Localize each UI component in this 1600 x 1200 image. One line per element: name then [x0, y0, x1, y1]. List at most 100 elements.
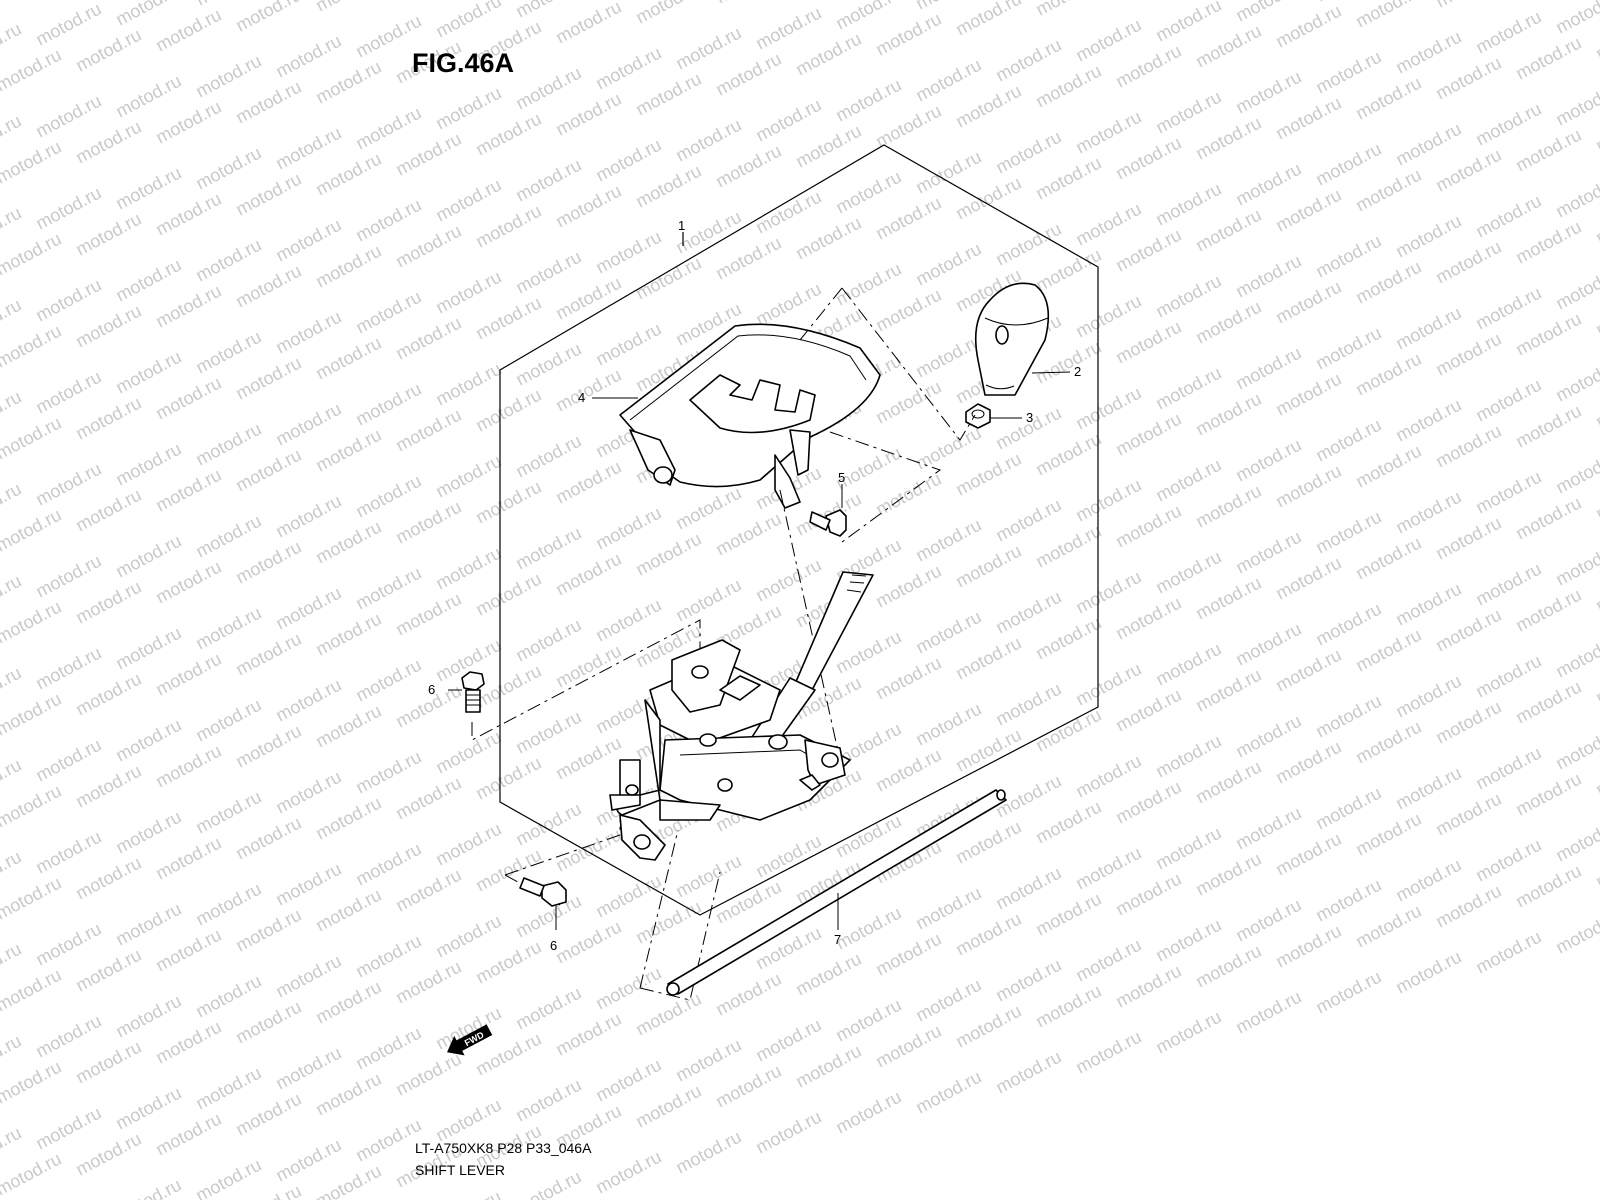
watermark-text: motod.ru — [72, 853, 144, 904]
watermark-text: motod.ru — [1512, 33, 1584, 84]
watermark-text: motod.ru — [1472, 375, 1544, 426]
watermark-text: motod.ru — [832, 259, 904, 310]
watermark-text: motod.ru — [1272, 921, 1344, 972]
watermark-text: motod.ru — [392, 957, 464, 1008]
long-rod — [666, 789, 1007, 996]
watermark-text: motod.ru — [992, 863, 1064, 914]
watermark-text: motod.ru — [1552, 723, 1600, 774]
watermark-text: motod.ru — [1112, 133, 1184, 184]
watermark-text: motod.ru — [712, 141, 784, 192]
watermark-text: motod.ru — [872, 285, 944, 336]
watermark-text: motod.ru — [1272, 93, 1344, 144]
figure-title: FIG.46A — [412, 48, 515, 78]
watermark-text: motod.ru — [1152, 179, 1224, 230]
watermark-text: motod.ru — [952, 909, 1024, 960]
watermark-text: motod.ru — [512, 1167, 584, 1200]
watermark-text: motod.ru — [392, 865, 464, 916]
watermark-text: motod.ru — [1352, 73, 1424, 124]
watermark-text: motod.ru — [1392, 395, 1464, 446]
watermark-text: motod.ru — [312, 149, 384, 200]
watermark-text: motod.ru — [272, 491, 344, 542]
watermark-text: motod.ru — [272, 399, 344, 450]
watermark-text: motod.ru — [192, 143, 264, 194]
watermark-text: motod.ru — [0, 505, 65, 556]
watermark-text: motod.ru — [392, 405, 464, 456]
callout-1: 1 — [678, 218, 685, 233]
watermark-text: motod.ru — [592, 319, 664, 370]
watermark-text: motod.ru — [832, 0, 904, 34]
watermark-text: motod.ru — [112, 991, 184, 1042]
watermark-text: motod.ru — [1392, 211, 1464, 262]
watermark-text: motod.ru — [352, 379, 424, 430]
watermark-text: motod.ru — [32, 827, 104, 878]
leader-line-2 — [1031, 371, 1071, 374]
watermark-text: motod.ru — [1432, 421, 1504, 472]
watermark-text: motod.ru — [432, 267, 504, 318]
watermark-text: motod.ru — [792, 29, 864, 80]
watermark-text: motod.ru — [592, 963, 664, 1014]
watermark-text: motod.ru — [1232, 67, 1304, 118]
watermark-text: motod.ru — [392, 773, 464, 824]
watermark-text: motod.ru — [1352, 717, 1424, 768]
watermark-text: motod.ru — [1112, 593, 1184, 644]
watermark-text: motod.ru — [1472, 927, 1544, 978]
watermark-text: motod.ru — [952, 633, 1024, 684]
watermark-text: motod.ru — [352, 195, 424, 246]
watermark-text: motod.ru — [552, 1009, 624, 1060]
watermark-text: motod.ru — [752, 555, 824, 606]
watermark-text: motod.ru — [512, 247, 584, 298]
watermark-text: motod.ru — [752, 3, 824, 54]
watermark-text: motod.ru — [432, 1187, 504, 1200]
watermark-text: motod.ru — [712, 49, 784, 100]
watermark-text: motod.ru — [0, 321, 65, 372]
watermark-text: motod.ru — [32, 919, 104, 970]
watermark-text: motod.ru — [32, 183, 104, 234]
watermark-text: motod.ru — [1432, 0, 1504, 12]
watermark-text: motod.ru — [1392, 671, 1464, 722]
watermark-text: motod.ru — [232, 905, 304, 956]
watermark-text: motod.ru — [472, 201, 544, 252]
watermark-text: motod.ru — [1152, 1007, 1224, 1058]
watermark-text: motod.ru — [632, 253, 704, 304]
watermark-text: motod.ru — [1032, 797, 1104, 848]
watermark-text: motod.ru — [1072, 475, 1144, 526]
watermark-text: motod.ru — [1472, 835, 1544, 886]
watermark-text: motod.ru — [1512, 585, 1584, 636]
watermark-text: motod.ru — [1432, 145, 1504, 196]
watermark-text: motod.ru — [112, 531, 184, 582]
watermark-text: motod.ru — [1112, 685, 1184, 736]
watermark-text: motod.ru — [1192, 941, 1264, 992]
watermark-text: motod.ru — [352, 103, 424, 154]
watermark-text: motod.ru — [1192, 481, 1264, 532]
watermark-text: motod.ru — [152, 741, 224, 792]
watermark-text: motod.ru — [992, 127, 1064, 178]
watermark-text: motod.ru — [992, 1047, 1064, 1098]
watermark-text: motod.ru — [1232, 343, 1304, 394]
watermark-text: motod.ru — [152, 281, 224, 332]
watermark-text: motod.ru — [1032, 61, 1104, 112]
watermark-text: motod.ru — [912, 607, 984, 658]
watermark-text: motod.ru — [1072, 199, 1144, 250]
watermark-text: motod.ru — [592, 871, 664, 922]
watermark-text: motod.ru — [112, 807, 184, 858]
watermark-text: motod.ru — [192, 419, 264, 470]
watermark-text: motod.ru — [72, 761, 144, 812]
watermark-text: motod.ru — [552, 181, 624, 232]
watermark-text: motod.ru — [1312, 323, 1384, 374]
watermark-text: motod.ru — [552, 549, 624, 600]
watermark-text: motod.ru — [1312, 691, 1384, 742]
watermark-text: motod.ru — [112, 623, 184, 674]
watermark-text: motod.ru — [672, 1127, 744, 1178]
watermark-text: motod.ru — [432, 727, 504, 778]
watermark-text: motod.ru — [1152, 455, 1224, 506]
watermark-text: motod.ru — [0, 45, 65, 96]
watermark-text: motod.ru — [912, 239, 984, 290]
watermark-text: motod.ru — [112, 71, 184, 122]
watermark-text: motod.ru — [1432, 605, 1504, 656]
watermark-text: motod.ru — [432, 83, 504, 134]
watermark-text: motod.ru — [552, 0, 624, 48]
watermark-text: motod.ru — [1272, 185, 1344, 236]
watermark-text: motod.ru — [352, 655, 424, 706]
watermark-text: motod.ru — [952, 81, 1024, 132]
